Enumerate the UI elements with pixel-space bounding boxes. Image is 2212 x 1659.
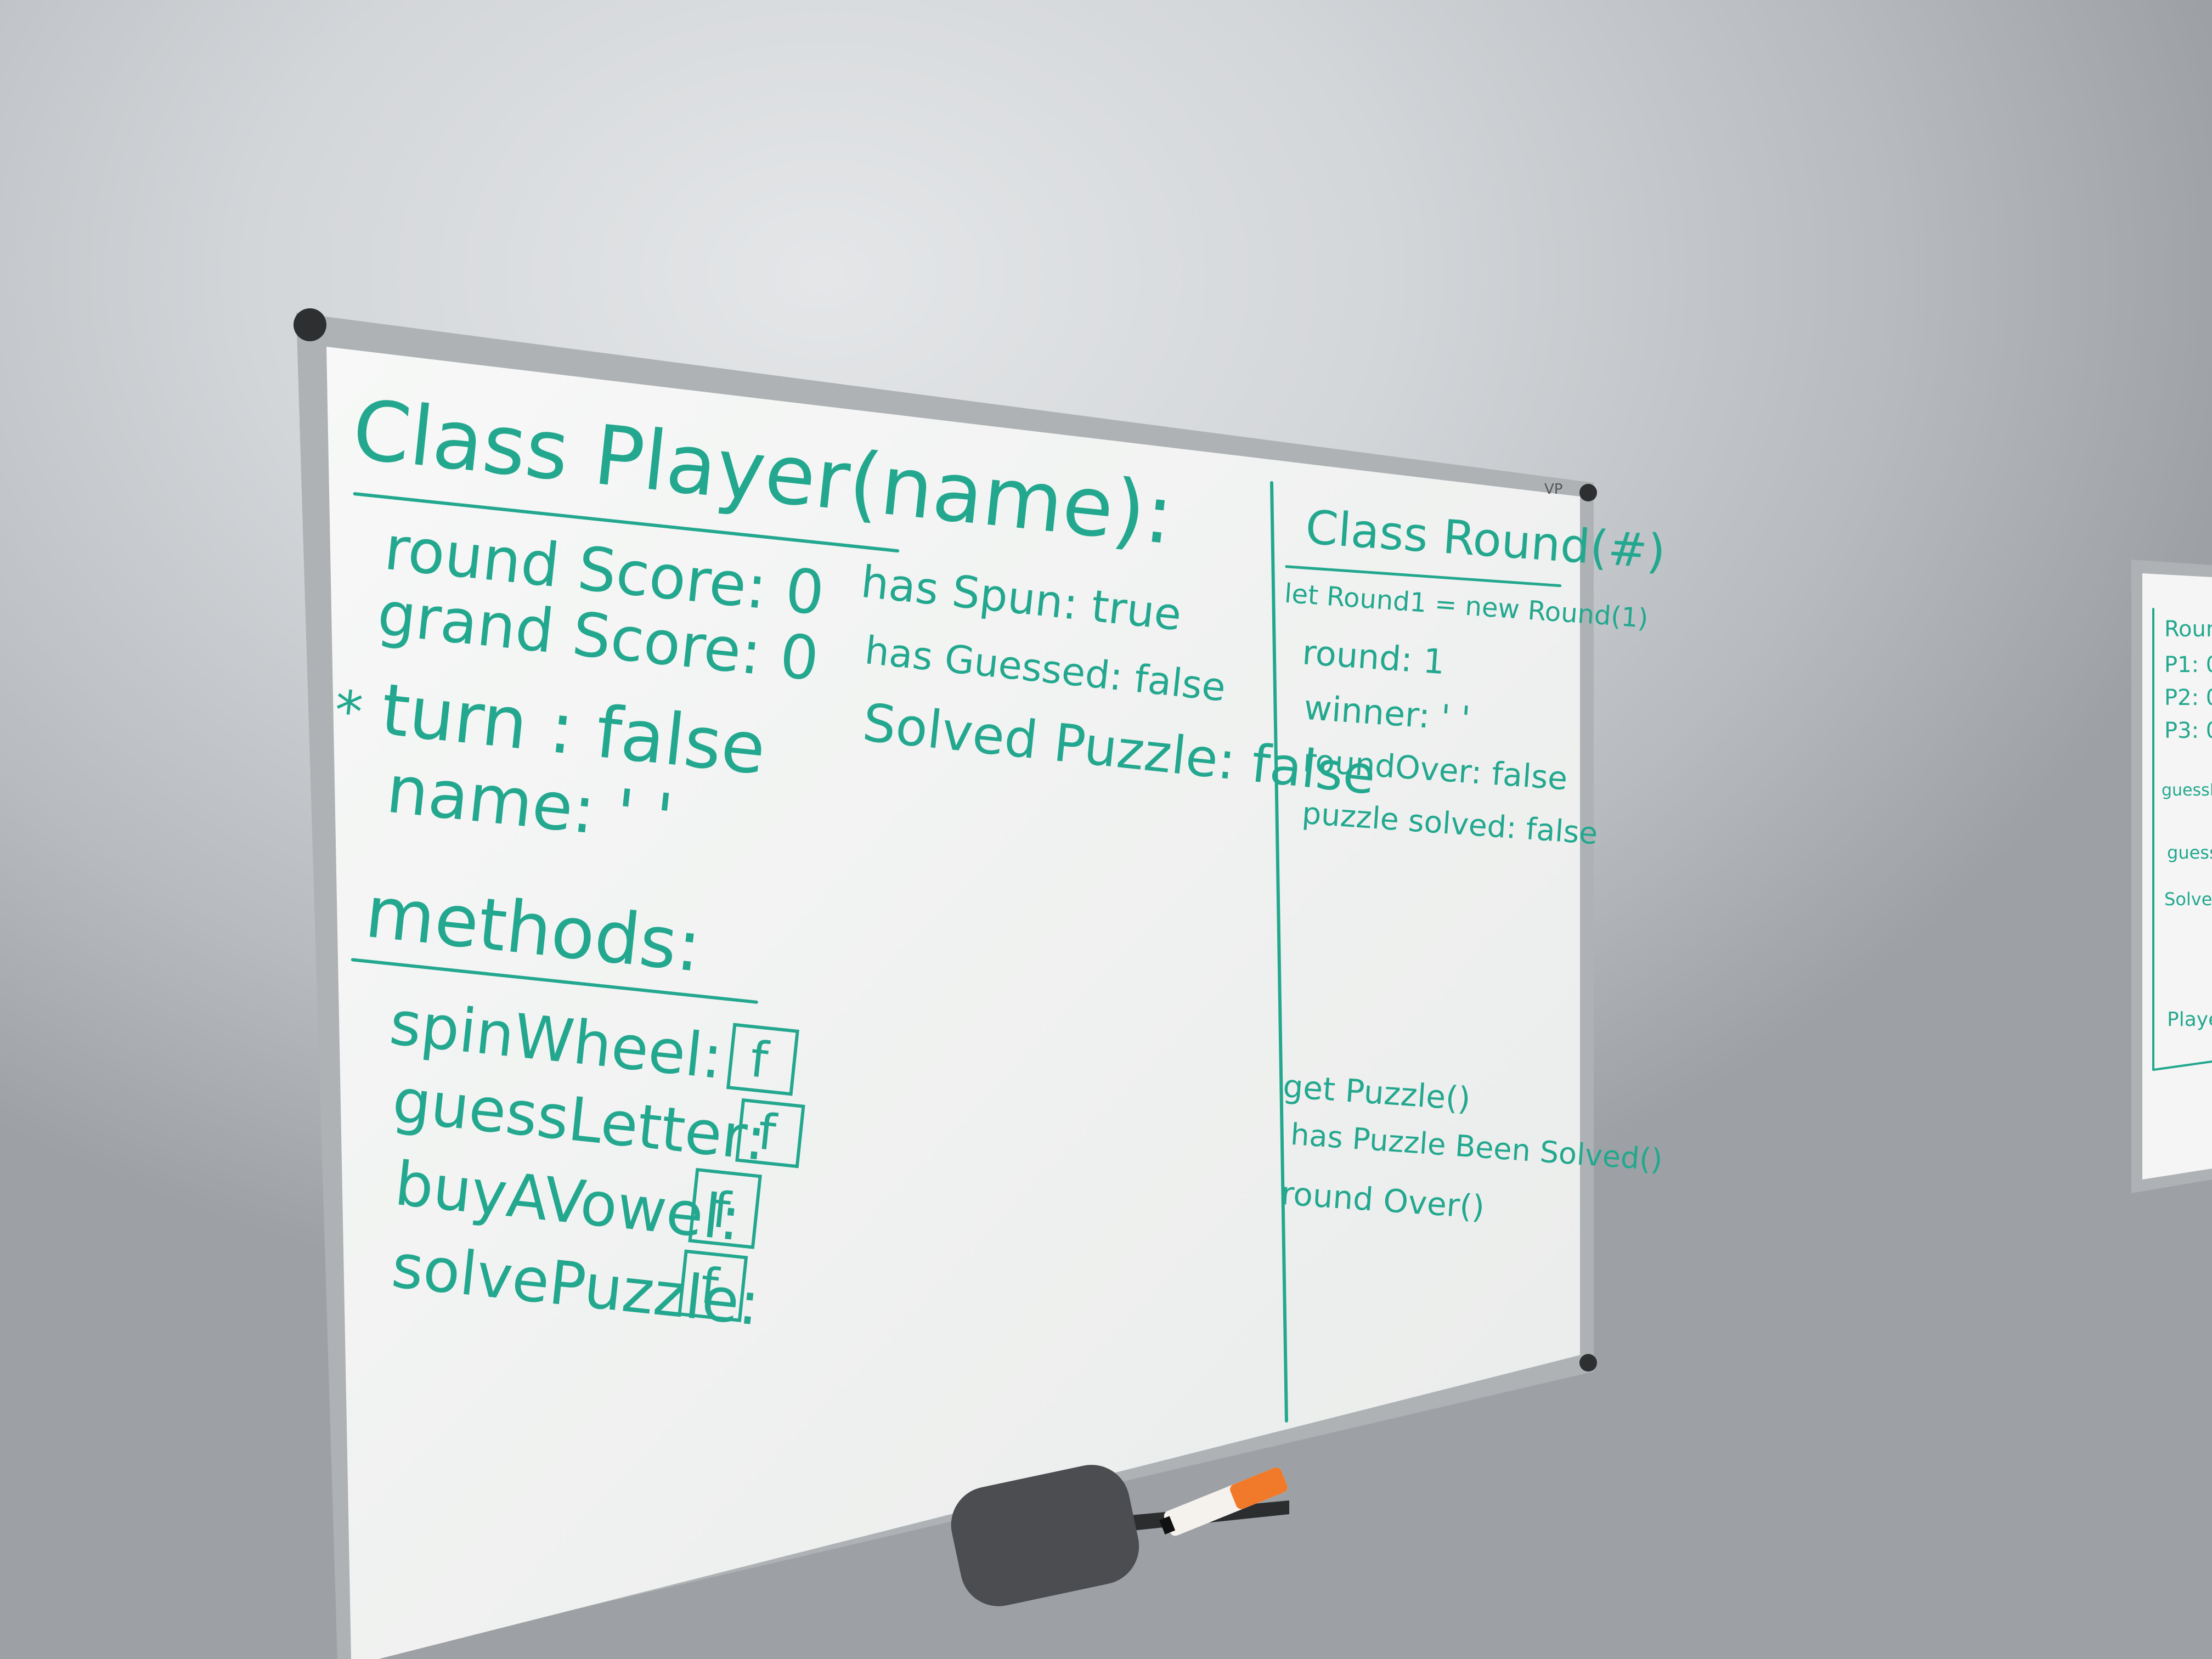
board-corner-cap	[294, 308, 326, 341]
side-line: guess	[2167, 842, 2212, 863]
side-line: P1: 0	[2164, 652, 2212, 678]
side-line: Solve:	[2164, 889, 2212, 910]
board-corner-cap	[1579, 484, 1597, 501]
side-line: guessLetter	[2162, 781, 2212, 800]
round-title-underline	[1285, 565, 1562, 588]
board-brand-label: VP	[1544, 481, 1562, 498]
eraser-icon	[951, 1465, 1139, 1606]
column-divider	[1270, 481, 1288, 1423]
methods-underline	[351, 958, 758, 1004]
turn-star: *	[331, 678, 365, 745]
side-line: Player 1	[2167, 1008, 2212, 1031]
side-whiteboard: Round 1 P1: 0 P2: 0 P3: 0 guessLetter gu…	[2131, 560, 2212, 1193]
side-line: Round 1	[2164, 617, 2212, 642]
method-flag-box	[678, 1249, 748, 1322]
board-surface	[326, 347, 1580, 1659]
side-board-notes: Round 1 P1: 0 P2: 0 P3: 0 guessLetter gu…	[2152, 608, 2212, 1071]
title-underline	[353, 492, 900, 553]
board-corner-cap	[1579, 1354, 1597, 1372]
round-attr-round: round: 1	[1301, 632, 1446, 682]
side-rule	[2152, 1060, 2212, 1071]
method-flag-box	[688, 1167, 762, 1249]
main-whiteboard: VP Class Player(name): round Score: 0 gr…	[294, 308, 1667, 1659]
method-flag-box	[726, 1023, 799, 1096]
method-flag-box	[735, 1098, 805, 1169]
side-board-surface	[2142, 573, 2212, 1180]
side-line: P3: 0	[2164, 718, 2212, 743]
marker-icon	[1159, 1467, 1288, 1536]
side-line: P2: 0	[2164, 685, 2212, 710]
